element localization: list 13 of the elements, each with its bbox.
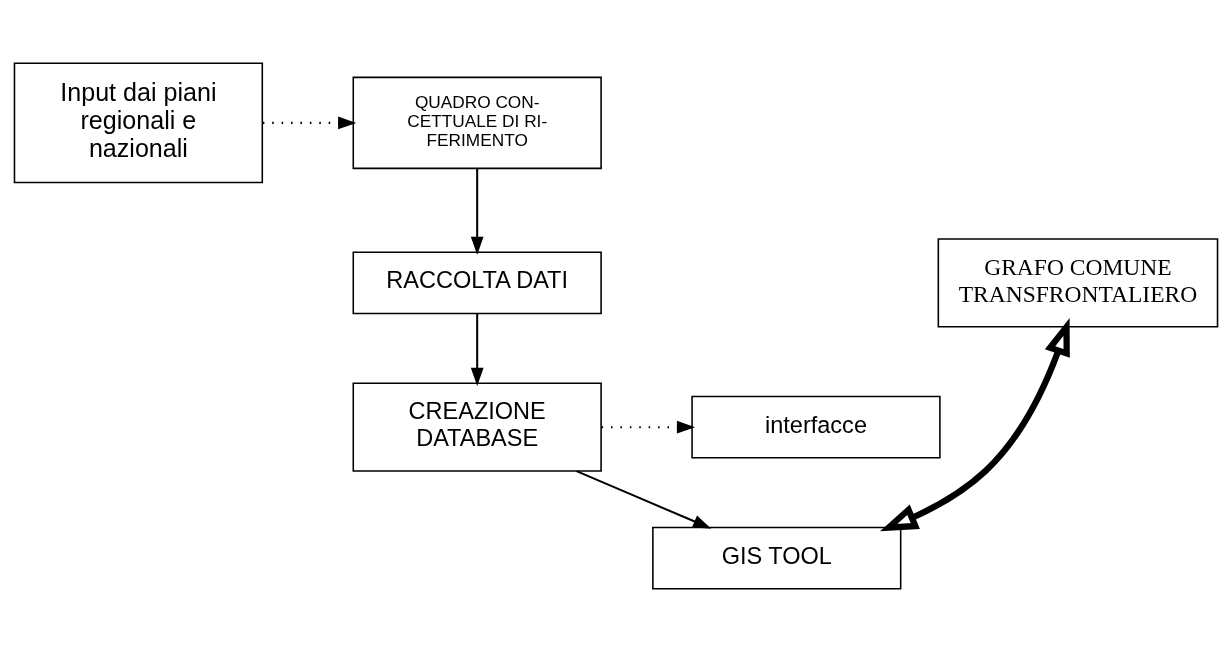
node-box: CREAZIONE DATABASE: [352, 382, 602, 472]
arrow: [880, 317, 1070, 532]
arrow: [470, 168, 484, 255]
arrow: [262, 116, 357, 130]
node-box: GIS TOOL: [652, 526, 902, 590]
node-box: Input dai piani regionali e nazionali: [13, 62, 264, 184]
node-box: QUADRO CON- CETTUALE DI RI- FERIMENTO: [352, 76, 602, 170]
arrow: [601, 420, 696, 434]
arrow: [576, 470, 712, 529]
node-box: interfacce: [691, 395, 941, 459]
node-box: RACCOLTA DATI: [352, 251, 602, 315]
arrow: [470, 313, 484, 387]
node-box: GRAFO COMUNE TRANSFRONTALIERO: [937, 238, 1219, 328]
